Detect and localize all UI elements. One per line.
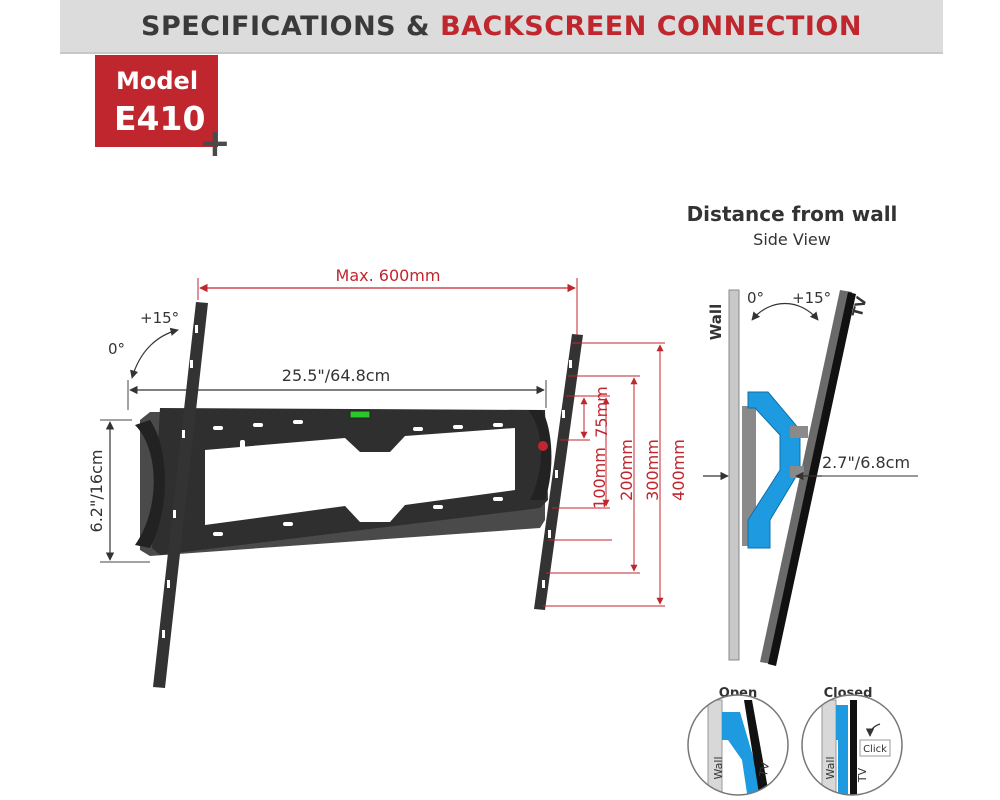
max-width-label: Max. 600mm [336,266,441,285]
lock-detail-open: Open Wall TV [687,686,789,796]
side-view-subtitle: Side View [753,230,831,249]
tilt-plus-label: +15° [140,309,179,327]
page-header: SPECIFICATIONS & BACKSCREEN CONNECTION [60,0,943,54]
side-view: Distance from wall Side View Wall 0° +15… [687,202,918,666]
tv-label: TV [850,295,871,319]
closed-wall-label: Wall [824,756,837,779]
vesa-300-label: 300mm [643,439,662,501]
max-width-dimension: Max. 600mm [197,266,578,335]
open-wall-label: Wall [712,756,725,779]
vesa-400-label: 400mm [669,439,688,501]
side-angle-plus: +15° [792,289,831,307]
width-dimension: 25.5"/64.8cm [127,366,547,410]
click-arrow-icon [865,723,881,737]
click-label: Click [863,744,887,755]
header-title: SPECIFICATIONS & [141,10,431,42]
wall-label: Wall [707,304,725,340]
closed-tv-label: TV [856,767,869,783]
side-angle-zero: 0° [747,289,764,307]
lock-detail-closed: Closed Click Wall TV [801,686,903,796]
header-title-accent: BACKSCREEN CONNECTION [440,10,862,42]
height-dimension: 6.2"/16cm [87,419,150,563]
side-view-title: Distance from wall [687,202,898,226]
tilt-indicator-front: +15° 0° [108,309,179,379]
model-number: E410 [114,99,206,138]
wall-bracket-front-view [135,302,583,688]
tilt-zero-label: 0° [108,340,125,358]
vesa-dimensions [543,342,665,607]
vesa-labels: 75mm 100mm 200mm 300mm 400mm [590,386,688,509]
open-tv-label: TV [757,761,773,779]
vesa-200-label: 200mm [617,439,636,501]
vesa-75-label: 75mm [592,386,611,438]
height-label: 6.2"/16cm [87,450,106,533]
distance-label: 2.7"/6.8cm [822,453,910,472]
width-label: 25.5"/64.8cm [282,366,390,385]
model-label: Model [116,67,199,95]
model-badge: Model E410 + [95,55,231,162]
vesa-100-label: 100mm [590,447,609,509]
